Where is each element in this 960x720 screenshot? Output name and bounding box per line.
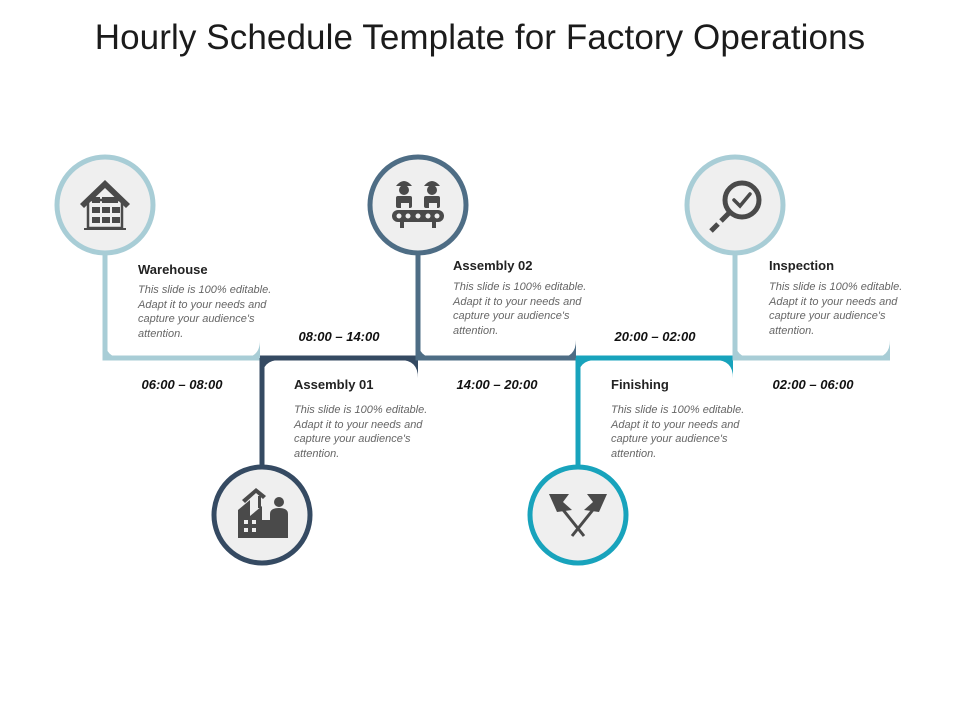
circle-warehouse xyxy=(54,154,156,256)
stage-label-finishing: Finishing xyxy=(611,377,669,392)
factory-worker-icon xyxy=(238,488,288,538)
time-assembly-01: 08:00 – 14:00 xyxy=(298,329,380,344)
segment-assembly-01 xyxy=(259,355,418,465)
segment-inspection xyxy=(732,255,890,361)
segment-finishing xyxy=(575,355,733,465)
stage-desc-assembly-02: This slide is 100% editable. Adapt it to… xyxy=(453,281,587,337)
segment-assembly-02 xyxy=(415,255,576,361)
stage-label-assembly-01: Assembly 01 xyxy=(294,377,374,392)
crossed-flags-icon xyxy=(549,494,607,537)
stage-label-assembly-02: Assembly 02 xyxy=(453,258,533,273)
stage-desc-warehouse: This slide is 100% editable. Adapt it to… xyxy=(138,284,272,340)
circle-inspection xyxy=(684,154,786,256)
conveyor-workers-icon xyxy=(392,181,444,228)
stage-desc-assembly-01: This slide is 100% editable. Adapt it to… xyxy=(294,404,428,460)
time-finishing: 20:00 – 02:00 xyxy=(614,329,696,344)
stage-desc-finishing: This slide is 100% editable. Adapt it to… xyxy=(611,404,745,460)
circle-finishing xyxy=(527,464,629,566)
segment-warehouse xyxy=(102,255,260,361)
stage-label-inspection: Inspection xyxy=(769,258,835,273)
slide-title: Hourly Schedule Template for Factory Ope… xyxy=(94,18,866,57)
circle-assembly-02 xyxy=(367,154,469,256)
time-inspection: 02:00 – 06:00 xyxy=(772,377,854,392)
time-warehouse: 06:00 – 08:00 xyxy=(141,377,223,392)
magnifier-check-icon xyxy=(709,180,762,233)
stage-desc-inspection: This slide is 100% editable. Adapt it to… xyxy=(769,281,903,337)
time-assembly-02: 14:00 – 20:00 xyxy=(456,377,538,392)
warehouse-icon xyxy=(80,180,130,230)
stage-label-warehouse: Warehouse xyxy=(138,262,208,277)
